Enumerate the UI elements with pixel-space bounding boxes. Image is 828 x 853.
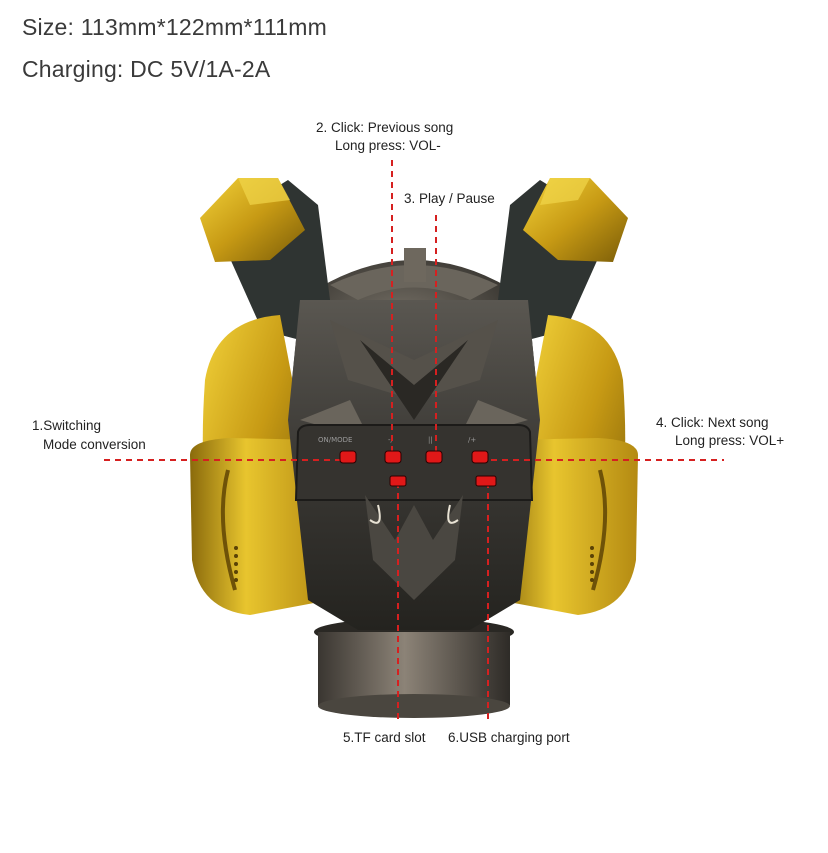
tf-slot [389,475,407,487]
mode-callout-line2: Mode conversion [43,437,146,452]
tf-callout: 5.TF card slot [343,730,426,745]
panel-buttons [339,450,497,487]
prev-callout-line1: 2. Click: Previous song [316,120,454,135]
prev-callout-line2: Long press: VOL- [335,138,441,153]
next-label: /+ [468,436,476,444]
charging-spec: Charging: DC 5V/1A-2A [22,56,271,82]
base-pedestal [314,618,514,718]
next-button [471,450,489,464]
control-panel: ON/MODE -/ || /+ [294,424,534,600]
on-mode-label: ON/MODE [318,436,352,444]
prev-button [384,450,402,464]
play-callout: 3. Play / Pause [404,191,495,206]
callout-lines [104,160,724,722]
play-label: || [428,436,433,444]
usb-port [475,475,497,487]
next-callout-line2: Long press: VOL+ [675,433,785,448]
size-spec: Size: 113mm*122mm*111mm [22,14,327,40]
mode-button [339,450,357,464]
next-callout-line1: 4. Click: Next song [656,415,769,430]
mode-callout-line1: 1.Switching [32,418,102,433]
prev-label: -/ [388,436,394,444]
left-side-panel [190,315,330,615]
play-pause-button [425,450,443,464]
usb-callout: 6.USB charging port [448,730,570,745]
